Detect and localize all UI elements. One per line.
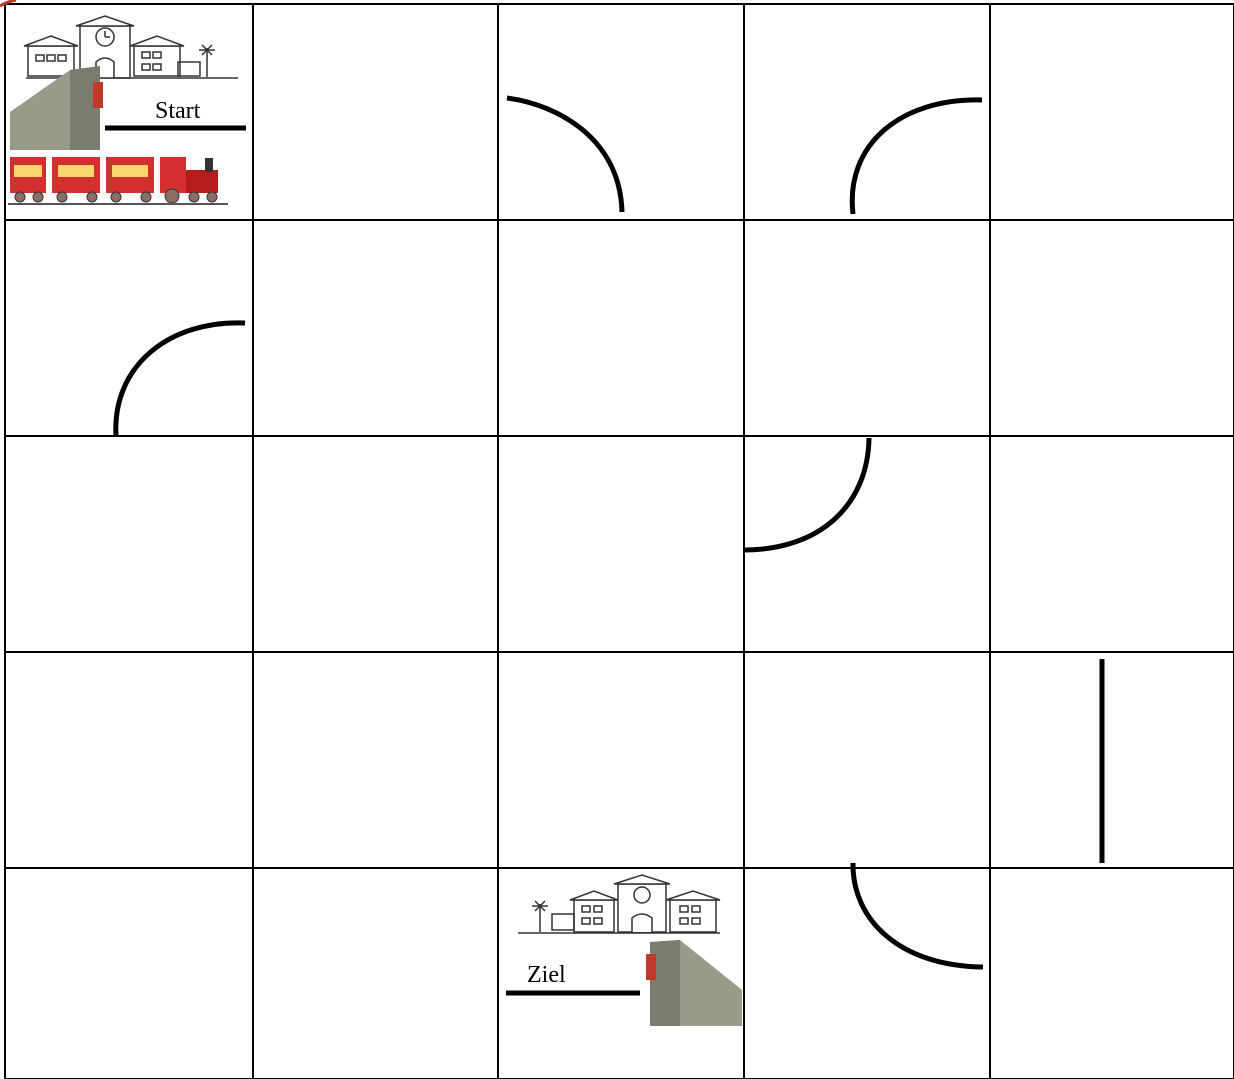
goal-signal-icon	[532, 901, 574, 932]
goal-station-building-icon	[518, 875, 720, 933]
start-train-icon	[8, 157, 228, 204]
track-curve-r1c0[interactable]	[116, 323, 245, 436]
goal-buffer-stop-icon	[646, 940, 742, 1026]
track-curve-r0c3[interactable]	[852, 100, 982, 214]
goal-label: Ziel	[527, 962, 566, 989]
track-pieces	[105, 98, 1102, 993]
start-station-building-icon	[24, 16, 238, 78]
track-curve-r4c3[interactable]	[853, 863, 983, 967]
track-curve-r2c3[interactable]	[744, 438, 869, 550]
start-signal-icon	[178, 45, 215, 77]
start-label: Start	[155, 98, 200, 125]
track-curve-r0c2[interactable]	[507, 98, 622, 212]
